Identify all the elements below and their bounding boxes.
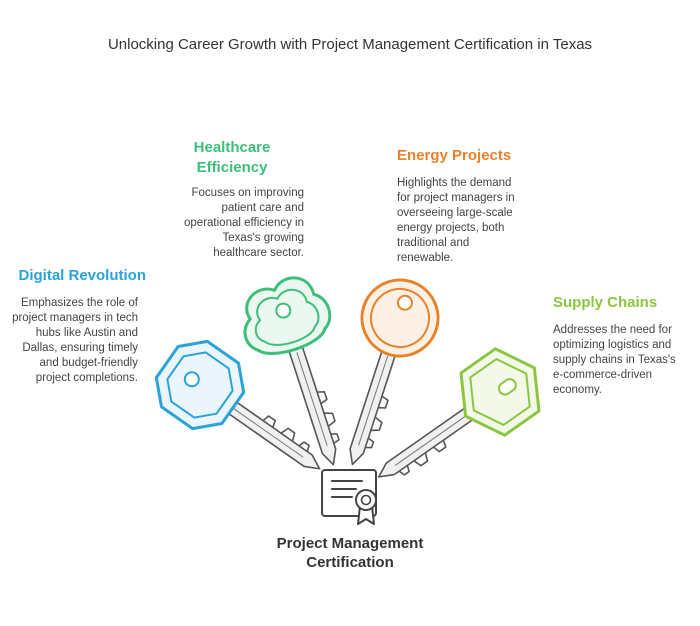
key-energy-projects [344, 278, 440, 470]
key-supply-chains [373, 347, 541, 490]
heading-healthcare-efficiency: Healthcare Efficiency [193, 139, 271, 176]
heading-energy-projects: Energy Projects [397, 147, 512, 164]
diagram-title: Unlocking Career Growth with Project Man… [107, 36, 593, 53]
desc-supply-chains: Addresses the need for optimizing logist… [553, 324, 676, 396]
desc-digital-revolution: Emphasizes the role of project managers … [12, 297, 138, 384]
heading-digital-revolution: Digital Revolution [18, 267, 147, 284]
key-digital-revolution [154, 339, 329, 476]
desc-healthcare-efficiency: Focuses on improving patient care and op… [184, 187, 304, 259]
key-healthcare-efficiency [243, 276, 349, 468]
center-label: Project Management Certification [276, 535, 424, 571]
certificate-icon [321, 469, 377, 525]
desc-energy-projects: Highlights the demand for project manage… [397, 177, 515, 264]
heading-supply-chains: Supply Chains [553, 294, 658, 311]
